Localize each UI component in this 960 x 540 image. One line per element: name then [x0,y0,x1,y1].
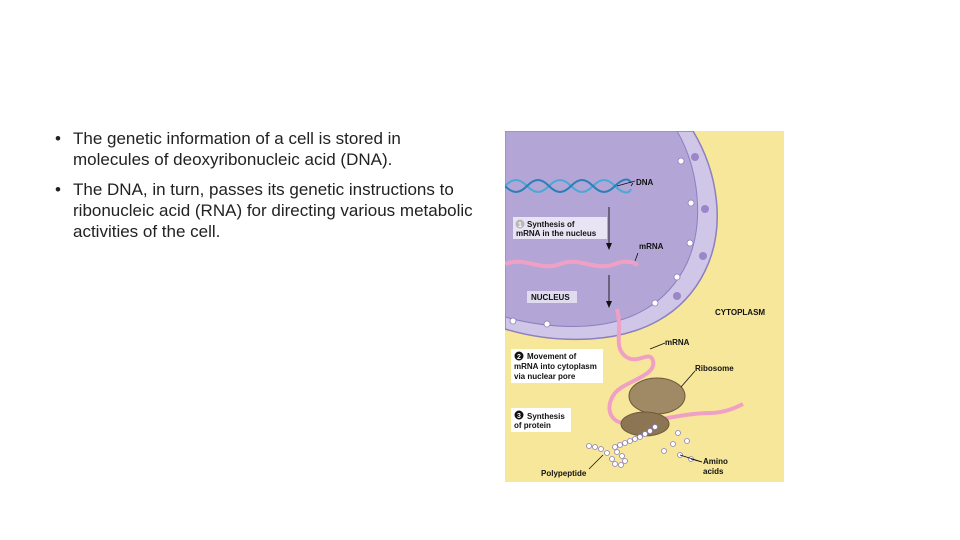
step3-line2: of protein [514,421,551,430]
polypeptide-leader [588,454,604,470]
label-ribosome: Ribosome [695,364,734,373]
step2-line1: Movement of [527,352,577,361]
mrna-cytoplasm-leader [649,342,666,350]
bullet-marker: • [55,129,61,148]
label-amino-line1: Amino [703,457,728,466]
arrow-dna-to-mrna-head [606,243,612,250]
ribosome [620,377,686,437]
bullet-text: The genetic information of a cell is sto… [73,129,401,169]
dna-leader-line [616,180,636,187]
bullet-item-dna-storage: • The genetic information of a cell is s… [55,128,475,170]
step1-line1: Synthesis of [527,220,575,229]
label-mrna-cytoplasm: mRNA [665,338,690,347]
amino-leader-2 [679,454,703,463]
step2-box [511,349,603,383]
dna-pointer [630,182,634,187]
label-cytoplasm: CYTOPLASM [715,308,765,317]
label-mrna-nucleus: mRNA [639,242,664,251]
mrna-nucleus-leader [634,252,639,262]
arrow-mrna-to-pore-head [606,301,612,308]
step3-number: 3 [517,413,521,420]
ribosome-leader [680,370,696,388]
envelope-granules [673,153,709,300]
label-polypeptide: Polypeptide [541,469,587,478]
mrna-strand-cytoplasm [607,308,744,426]
step2-badge [514,351,524,361]
bullet-item-dna-to-rna: • The DNA, in turn, passes its genetic i… [55,179,475,242]
bullet-marker: • [55,180,61,199]
dna-helix [505,178,632,194]
bullet-list: • The genetic information of a cell is s… [55,128,475,251]
step1-box [513,217,607,239]
nucleus-label-box [527,291,577,303]
polypeptide-chain [586,424,658,468]
nuclear-pores [509,157,695,328]
free-amino-acids [661,430,694,462]
step2-number: 2 [517,354,521,361]
bullet-text: The DNA, in turn, passes its genetic ins… [73,180,473,241]
step2-line2: mRNA into cytoplasm [514,362,597,371]
label-amino-line2: acids [703,467,724,476]
protein-synthesis-diagram: DNA 1 Synthesis of mRNA in the nucleus m… [505,131,784,482]
step3-badge [514,410,524,420]
label-nucleus: NUCLEUS [531,293,570,302]
step3-line1: Synthesis [527,412,565,421]
label-dna: DNA [636,178,654,187]
step2-line3: via nuclear pore [514,372,576,381]
mrna-strand-nucleus [505,259,639,269]
step1-line2: mRNA in the nucleus [516,229,597,238]
